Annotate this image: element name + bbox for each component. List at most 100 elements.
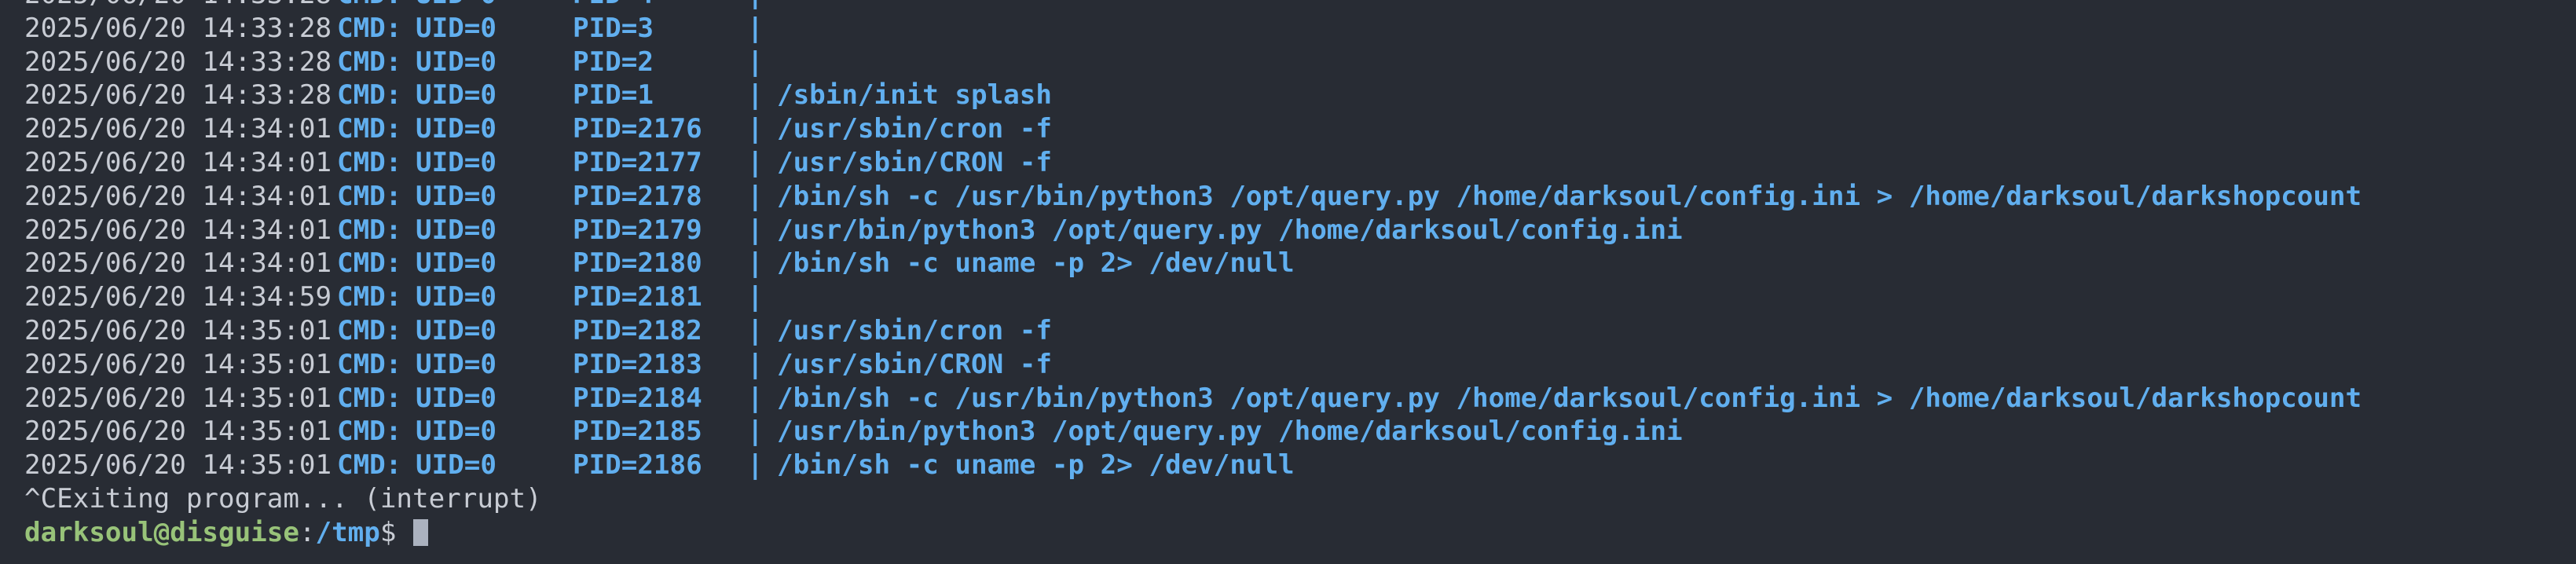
exit-message: ^CExiting program... (interrupt) (24, 482, 542, 515)
uid-value: UID=0 (416, 449, 497, 482)
command-line: /bin/sh -c /usr/bin/python3 /opt/query.p… (777, 180, 2362, 212)
uid-value: UID=0 (416, 113, 497, 145)
pid-value: PID=2183 (573, 348, 702, 380)
column-separator: | (747, 113, 764, 145)
timestamp: 2025/06/20 14:33:28 (24, 0, 332, 12)
command-line: /usr/sbin/cron -f (777, 113, 1052, 145)
cmd-label: CMD: (337, 314, 402, 346)
column-separator: | (747, 247, 764, 280)
pid-value: PID=2180 (573, 247, 702, 280)
shell-prompt: darksoul@disguise:/tmp$ (24, 516, 429, 550)
timestamp: 2025/06/20 14:34:01 (24, 214, 332, 246)
shell-prompt-line[interactable]: darksoul@disguise:/tmp$ (24, 516, 2576, 550)
cmd-label: CMD: (337, 281, 402, 313)
uid-value: UID=0 (416, 0, 497, 12)
cmd-label: CMD: (337, 0, 401, 12)
timestamp: 2025/06/20 14:35:01 (24, 449, 332, 482)
timestamp: 2025/06/20 14:35:01 (24, 382, 332, 414)
command-line: /bin/sh -c uname -p 2> /dev/null (777, 247, 1295, 280)
pid-value: PID=2177 (573, 146, 702, 178)
prompt-user-host: darksoul@disguise (24, 516, 299, 548)
cmd-label: CMD: (337, 382, 402, 414)
pid-value: PID=2178 (573, 180, 702, 212)
text-cursor[interactable] (413, 518, 429, 546)
process-log-line: 2025/06/20 14:33:28 CMD: UID=0 PID=4 | (24, 0, 2576, 12)
prompt-dollar: $ (379, 516, 397, 548)
column-separator: | (747, 416, 764, 448)
timestamp: 2025/06/20 14:35:01 (24, 314, 332, 346)
pid-value: PID=2 (573, 46, 654, 78)
cmd-label: CMD: (337, 416, 402, 448)
column-separator: | (747, 0, 764, 12)
column-separator: | (747, 314, 764, 346)
cmd-label: CMD: (337, 247, 402, 280)
uid-value: UID=0 (416, 348, 497, 380)
timestamp: 2025/06/20 14:33:28 (24, 79, 332, 112)
command-line: /usr/sbin/cron -f (777, 314, 1052, 346)
timestamp: 2025/06/20 14:35:01 (24, 348, 332, 380)
cmd-label: CMD: (337, 12, 402, 44)
timestamp: 2025/06/20 14:34:01 (24, 247, 332, 280)
pid-value: PID=3 (573, 12, 654, 44)
uid-value: UID=0 (416, 382, 497, 414)
cmd-label: CMD: (337, 449, 402, 482)
uid-value: UID=0 (416, 46, 497, 78)
timestamp: 2025/06/20 14:34:59 (24, 281, 332, 313)
timestamp: 2025/06/20 14:34:01 (24, 146, 332, 178)
uid-value: UID=0 (416, 416, 497, 448)
pid-value: PID=2184 (573, 382, 702, 414)
command-line: /usr/bin/python3 /opt/query.py /home/dar… (777, 214, 1683, 246)
command-line: /bin/sh -c /usr/bin/python3 /opt/query.p… (777, 382, 2362, 414)
prompt-path: /tmp (315, 516, 380, 548)
uid-value: UID=0 (416, 247, 497, 280)
column-separator: | (747, 79, 764, 112)
pid-value: PID=2185 (573, 416, 702, 448)
uid-value: UID=0 (416, 12, 497, 44)
column-separator: | (747, 281, 764, 313)
uid-value: UID=0 (416, 314, 497, 346)
pid-value: PID=2179 (573, 214, 702, 246)
pid-value: PID=2186 (573, 449, 702, 482)
command-line: /usr/sbin/CRON -f (777, 348, 1052, 380)
cmd-label: CMD: (337, 113, 402, 145)
pid-value: PID=1 (573, 79, 654, 112)
pid-value: PID=4 (573, 0, 654, 12)
command-line: /usr/bin/python3 /opt/query.py /home/dar… (777, 416, 1683, 448)
uid-value: UID=0 (416, 180, 497, 212)
command-line: /bin/sh -c uname -p 2> /dev/null (777, 449, 1295, 482)
uid-value: UID=0 (416, 146, 497, 178)
cmd-label: CMD: (337, 214, 402, 246)
column-separator: | (747, 146, 764, 178)
column-separator: | (747, 214, 764, 246)
uid-value: UID=0 (416, 214, 497, 246)
command-line: /usr/sbin/CRON -f (777, 146, 1052, 178)
uid-value: UID=0 (416, 281, 497, 313)
column-separator: | (747, 382, 764, 414)
column-separator: | (747, 449, 764, 482)
timestamp: 2025/06/20 14:35:01 (24, 416, 332, 448)
timestamp: 2025/06/20 14:33:28 (24, 12, 332, 44)
cmd-label: CMD: (337, 46, 402, 78)
terminal-output[interactable]: 2025/06/20 14:33:28CMD:UID=0PID=4|2025/0… (24, 0, 2576, 564)
command-line: /sbin/init splash (777, 79, 1052, 112)
column-separator: | (747, 12, 764, 44)
pid-value: PID=2181 (573, 281, 702, 313)
prompt-separator: : (299, 516, 316, 548)
exit-message-line: ^CExiting program... (interrupt) (24, 482, 2576, 516)
column-separator: | (747, 46, 764, 78)
uid-value: UID=0 (416, 79, 497, 112)
cmd-label: CMD: (337, 348, 402, 380)
timestamp: 2025/06/20 14:34:01 (24, 180, 332, 212)
